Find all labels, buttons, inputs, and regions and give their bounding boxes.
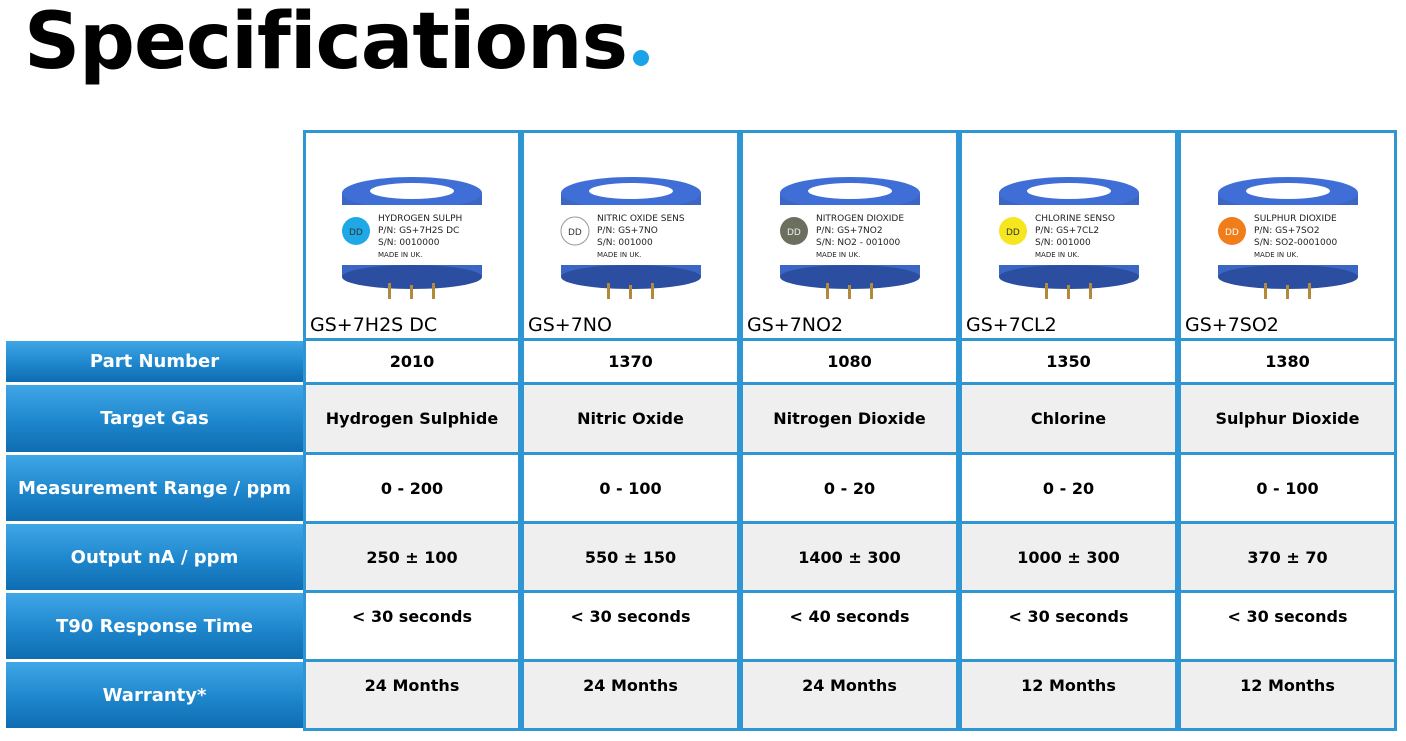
- sensor-label-line: S/N: NO2 - 001000: [816, 238, 901, 248]
- table-cell: 1380: [1178, 341, 1397, 385]
- table-row: T90 Response Time < 30 seconds < 30 seco…: [6, 593, 1397, 662]
- sensor-label-line: S/N: SO2-0001000: [1254, 238, 1337, 248]
- gas-sensor-image: DD NITROGEN DIOXIDE P/N: GS+7NO2 S/N: NO…: [779, 177, 920, 299]
- table-cell: < 30 seconds: [303, 593, 521, 662]
- table-cell: < 30 seconds: [959, 593, 1178, 662]
- sensor-logo-text: DD: [349, 228, 363, 238]
- table-cell: 0 - 100: [521, 455, 740, 524]
- table-cell: 1350: [959, 341, 1178, 385]
- product-cell-cl2: DD CHLORINE SENSO P/N: GS+7CL2 S/N: 0010…: [959, 130, 1178, 341]
- table-cell: 0 - 200: [303, 455, 521, 524]
- table-cell: 0 - 100: [1178, 455, 1397, 524]
- row-label: Output nA / ppm: [6, 524, 303, 593]
- table-row: Part Number 2010 1370 1080 1350 1380: [6, 341, 1397, 385]
- sensor-label-line: HYDROGEN SULPH: [378, 214, 462, 224]
- sensor-label-line: S/N: 001000: [597, 238, 653, 248]
- table-cell: 1400 ± 300: [740, 524, 959, 593]
- row-label: Warranty*: [6, 662, 303, 731]
- sensor-logo-text: DD: [787, 228, 801, 238]
- table-cell: 24 Months: [303, 662, 521, 731]
- table-cell: < 30 seconds: [521, 593, 740, 662]
- gas-sensor-image: DD HYDROGEN SULPH P/N: GS+7H2S DC S/N: 0…: [342, 177, 482, 299]
- title-accent-dot: [633, 50, 649, 66]
- sensor-label-line: MADE IN UK.: [597, 251, 641, 259]
- sensor-label-line: P/N: GS+7H2S DC: [378, 226, 459, 236]
- sensor-label-line: S/N: 0010000: [378, 238, 440, 248]
- product-cell-h2s: DD HYDROGEN SULPH P/N: GS+7H2S DC S/N: 0…: [303, 130, 521, 341]
- table-cell: 550 ± 150: [521, 524, 740, 593]
- table-cell: 24 Months: [740, 662, 959, 731]
- sensor-label-line: S/N: 001000: [1035, 238, 1091, 248]
- table-row: Warranty* 24 Months 24 Months 24 Months …: [6, 662, 1397, 731]
- sensor-logo-circle: [779, 217, 808, 245]
- specifications-table: DD HYDROGEN SULPH P/N: GS+7H2S DC S/N: 0…: [6, 130, 1397, 731]
- page-title: Specifications: [24, 0, 649, 90]
- model-name: GS+7NO: [528, 314, 612, 336]
- product-cell-no2: DD NITROGEN DIOXIDE P/N: GS+7NO2 S/N: NO…: [740, 130, 959, 341]
- table-cell: 1370: [521, 341, 740, 385]
- table-cell: 1080: [740, 341, 959, 385]
- table-cell: < 40 seconds: [740, 593, 959, 662]
- table-cell: Chlorine: [959, 385, 1178, 455]
- row-label: T90 Response Time: [6, 593, 303, 662]
- product-cell-so2: DD SULPHUR DIOXIDE P/N: GS+7SO2 S/N: SO2…: [1178, 130, 1397, 341]
- page-title-text: Specifications: [24, 0, 628, 87]
- table-cell: 12 Months: [1178, 662, 1397, 731]
- sensor-logo-circle: [998, 217, 1027, 245]
- table-cell: 12 Months: [959, 662, 1178, 731]
- table-row: Measurement Range / ppm 0 - 200 0 - 100 …: [6, 455, 1397, 524]
- table-cell: 250 ± 100: [303, 524, 521, 593]
- model-name: GS+7CL2: [966, 314, 1057, 336]
- sensor-image: DD NITRIC OXIDE SENS P/N: GS+7NO S/N: 00…: [524, 171, 737, 301]
- row-label: Measurement Range / ppm: [6, 455, 303, 524]
- product-cell-no: DD NITRIC OXIDE SENS P/N: GS+7NO S/N: 00…: [521, 130, 740, 341]
- sensor-image: DD SULPHUR DIOXIDE P/N: GS+7SO2 S/N: SO2…: [1181, 171, 1394, 301]
- sensor-label-line: SULPHUR DIOXIDE: [1254, 214, 1337, 224]
- sensor-logo-circle: [1217, 217, 1246, 245]
- sensor-logo-circle: [342, 217, 370, 245]
- model-name: GS+7H2S DC: [310, 314, 438, 336]
- sensor-logo-text: DD: [1225, 228, 1239, 238]
- table-cell: 2010: [303, 341, 521, 385]
- sensor-label-line: P/N: GS+7CL2: [1035, 226, 1099, 236]
- sensor-label-line: P/N: GS+7SO2: [1254, 226, 1320, 236]
- model-name: GS+7SO2: [1185, 314, 1279, 336]
- gas-sensor-image: DD CHLORINE SENSO P/N: GS+7CL2 S/N: 0010…: [998, 177, 1139, 299]
- sensor-logo-circle: [560, 216, 589, 246]
- table-cell: 1000 ± 300: [959, 524, 1178, 593]
- sensor-label-line: MADE IN UK.: [378, 251, 422, 259]
- row-label: Target Gas: [6, 385, 303, 455]
- sensor-image: DD NITROGEN DIOXIDE P/N: GS+7NO2 S/N: NO…: [743, 171, 956, 301]
- row-label: Part Number: [6, 341, 303, 385]
- table-cell: Hydrogen Sulphide: [303, 385, 521, 455]
- table-cell: 24 Months: [521, 662, 740, 731]
- sensor-label-line: CHLORINE SENSO: [1035, 214, 1115, 224]
- sensor-logo-text: DD: [1006, 228, 1020, 238]
- sensor-label-line: MADE IN UK.: [1035, 251, 1079, 259]
- sensor-label-line: NITRIC OXIDE SENS: [597, 214, 685, 224]
- table-cell: 370 ± 70: [1178, 524, 1397, 593]
- sensor-label-line: P/N: GS+7NO: [597, 226, 658, 236]
- table-cell: 0 - 20: [740, 455, 959, 524]
- table-cell: 0 - 20: [959, 455, 1178, 524]
- model-name: GS+7NO2: [747, 314, 844, 336]
- sensor-label-line: NITROGEN DIOXIDE: [816, 214, 904, 224]
- table-cell: Sulphur Dioxide: [1178, 385, 1397, 455]
- table-row: Output nA / ppm 250 ± 100 550 ± 150 1400…: [6, 524, 1397, 593]
- gas-sensor-image: DD NITRIC OXIDE SENS P/N: GS+7NO S/N: 00…: [560, 177, 701, 299]
- product-image-row: DD HYDROGEN SULPH P/N: GS+7H2S DC S/N: 0…: [6, 130, 1397, 341]
- table-row: Target Gas Hydrogen Sulphide Nitric Oxid…: [6, 385, 1397, 455]
- table-cell: Nitrogen Dioxide: [740, 385, 959, 455]
- sensor-label-line: P/N: GS+7NO2: [816, 226, 883, 236]
- sensor-image: DD HYDROGEN SULPH P/N: GS+7H2S DC S/N: 0…: [306, 171, 518, 301]
- sensor-image: DD CHLORINE SENSO P/N: GS+7CL2 S/N: 0010…: [962, 171, 1175, 301]
- sensor-label-line: MADE IN UK.: [816, 251, 860, 259]
- table-corner: [6, 130, 303, 341]
- gas-sensor-image: DD SULPHUR DIOXIDE P/N: GS+7SO2 S/N: SO2…: [1217, 177, 1358, 299]
- sensor-label-line: MADE IN UK.: [1254, 251, 1298, 259]
- table-cell: < 30 seconds: [1178, 593, 1397, 662]
- sensor-logo-text: DD: [568, 228, 582, 238]
- table-cell: Nitric Oxide: [521, 385, 740, 455]
